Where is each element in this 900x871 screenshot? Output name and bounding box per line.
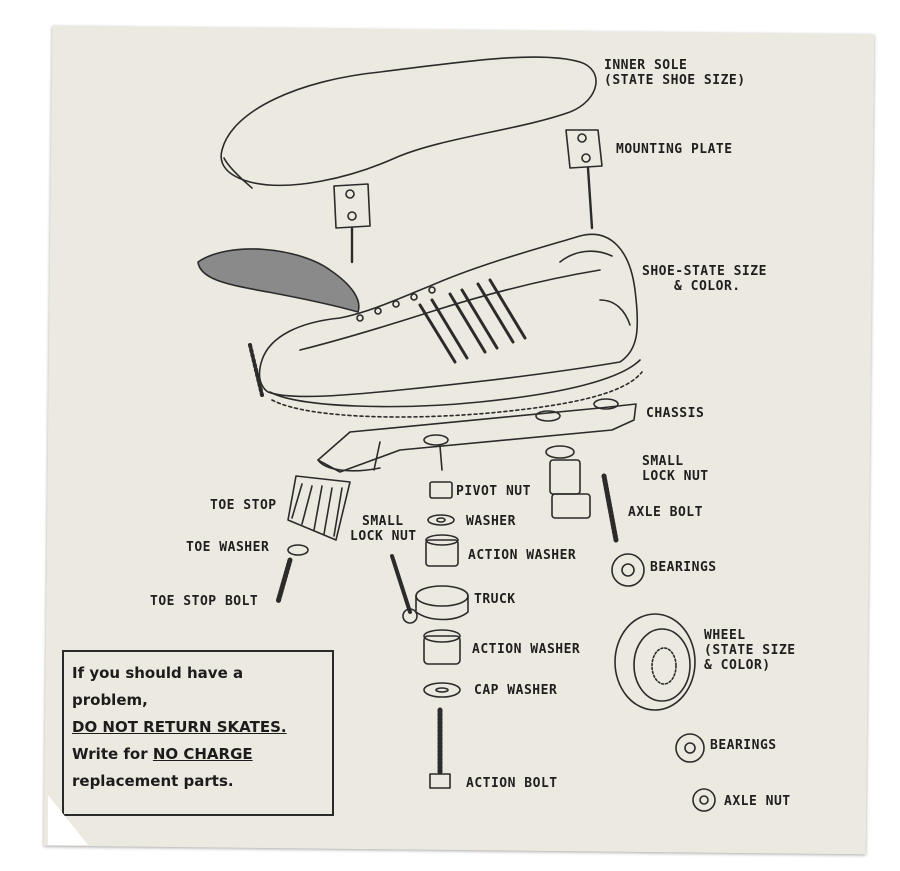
inner-sole-edge [223, 157, 253, 189]
label-bearings-top: BEARINGS [650, 560, 717, 575]
mounting-plate-left [333, 183, 371, 264]
mounting-plate-right [565, 129, 603, 230]
inner-sole-shape [220, 56, 597, 187]
label-washer: WASHER [466, 514, 516, 529]
label-toe-stop-bolt: TOE STOP BOLT [150, 594, 259, 609]
notice-no-charge: NO CHARGE [152, 745, 253, 763]
right-stack [545, 445, 716, 812]
notice-line-2: DO NOT RETURN SKATES. [72, 718, 287, 736]
label-cap-washer: CAP WASHER [474, 683, 558, 698]
label-toe-stop: TOE STOP [210, 498, 277, 513]
label-axle-nut: AXLE NUT [724, 794, 791, 809]
label-inner-sole: INNER SOLE (STATE SHOE SIZE) [604, 58, 746, 88]
toe-stop-part [275, 475, 351, 605]
shoe-tongue [197, 248, 360, 313]
label-bearings-bottom: BEARINGS [710, 738, 777, 753]
label-action-washer-top: ACTION WASHER [468, 548, 577, 563]
label-mounting-plate: MOUNTING PLATE [616, 142, 733, 157]
notice-line-3: Write for NO CHARGE [72, 745, 253, 763]
label-wheel: WHEEL (STATE SIZE & COLOR) [704, 628, 796, 673]
label-toe-washer: TOE WASHER [186, 540, 270, 555]
label-small-lock-nut-left: SMALL LOCK NUT [350, 514, 417, 544]
notice-line-4: replacement parts. [72, 772, 234, 790]
center-stack [390, 481, 469, 789]
notice-line-1: If you should have a problem, [72, 664, 244, 709]
notice-box: If you should have a problem, DO NOT RET… [62, 650, 334, 816]
label-pivot-nut: PIVOT NUT [456, 484, 531, 499]
label-small-lock-nut-right: SMALL LOCK NUT [642, 454, 709, 484]
label-chassis: CHASSIS [646, 406, 705, 421]
label-action-bolt: ACTION BOLT [466, 776, 558, 791]
chassis-plate [317, 398, 637, 473]
label-shoe: SHOE-STATE SIZE & COLOR. [642, 264, 767, 294]
label-truck: TRUCK [474, 592, 516, 607]
shoe-body [248, 233, 643, 418]
label-action-washer-bottom: ACTION WASHER [472, 642, 581, 657]
label-axle-bolt: AXLE BOLT [628, 505, 703, 520]
